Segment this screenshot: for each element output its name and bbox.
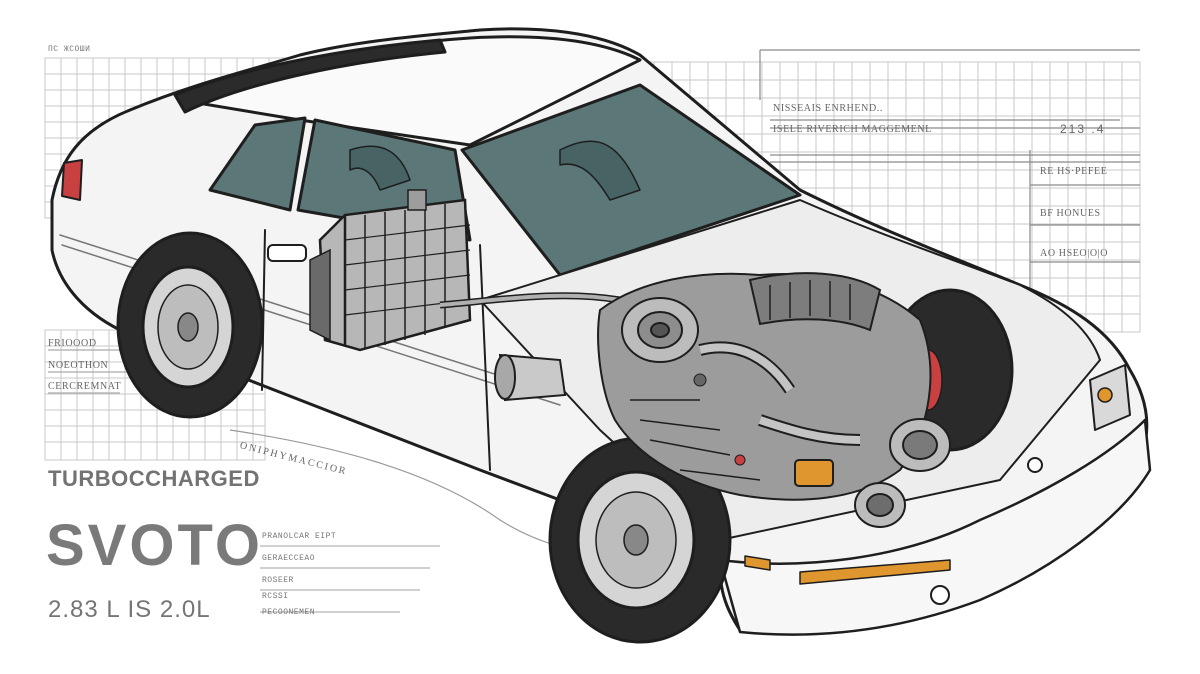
rear-light [61,159,83,201]
info-panel-lines [48,49,1140,613]
rear-wheel [116,231,264,419]
rear-spoiler [173,38,447,114]
left-label-1: FRIOOOD [48,338,97,349]
panel-value: 213 .4 [1060,122,1106,136]
header-code: ПС ЖСОШИ [48,45,91,54]
title-model: SVOTO [46,513,263,578]
bottom-label-2: GERAECCEAO [262,554,316,563]
bottom-label-4: RCSSI [262,592,289,601]
left-label-3: CERCREMNAT [48,381,122,392]
rear-side-window [208,116,307,212]
panel-spec-2: BF HONUES [1040,208,1101,219]
title-heading: TURBOCCHARGED [48,466,260,491]
front-wheel [548,436,732,644]
intercooler [309,189,472,352]
left-label-2: NOEOTHON [48,360,109,371]
front-indicator [744,555,771,571]
bottom-label-3: ROSEER [262,576,294,585]
bottom-label-1: PRANOLCAR EIPT [262,532,337,541]
turbo-engine [439,272,951,528]
panel-spec-3: AO HSEO|O|O [1040,248,1109,259]
side-marker [799,559,951,585]
title-displacement: 2.83 L IS 2.0L [48,596,211,623]
panel-spec-1: RE HS·PEFEE [1040,166,1108,177]
bottom-label-5: PECOONEMEN [262,608,316,617]
panel-line-2: ISELE RIVERICH MAGGEMENL [773,124,932,135]
panel-line-1: NISSEAIS ENRHEND.. [773,103,883,114]
